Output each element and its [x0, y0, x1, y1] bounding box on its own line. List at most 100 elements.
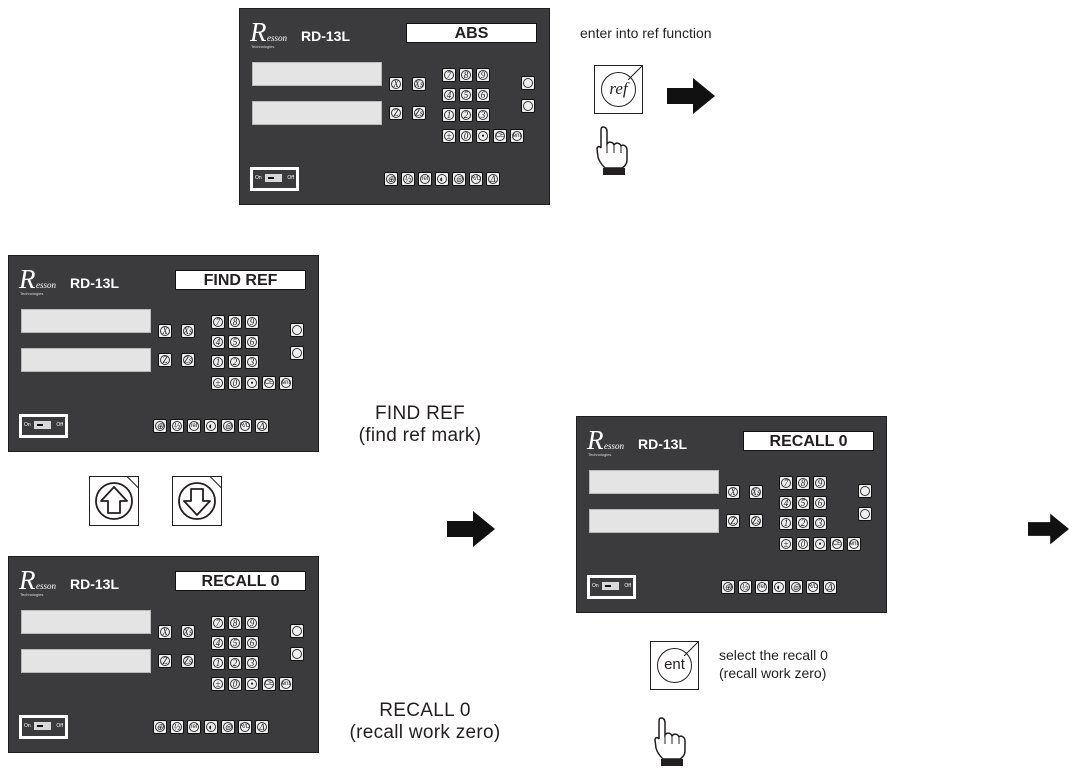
- bottom-function-key[interactable]: R/D: [806, 580, 820, 594]
- numeric-key[interactable]: 2: [228, 656, 242, 670]
- bottom-function-key[interactable]: ⊕: [721, 580, 735, 594]
- function-key[interactable]: 0: [228, 376, 242, 390]
- axis-xs-key[interactable]: Xs: [181, 625, 195, 639]
- numeric-key[interactable]: 5: [228, 636, 242, 650]
- switch-toggle[interactable]: [602, 582, 619, 590]
- function-key[interactable]: 0: [228, 677, 242, 691]
- bottom-function-key[interactable]: ⊜: [221, 720, 235, 734]
- function-key[interactable]: CE: [830, 537, 844, 551]
- numeric-key[interactable]: 5: [459, 88, 473, 102]
- panel-down-key[interactable]: [290, 647, 304, 661]
- bottom-function-key[interactable]: R/D: [469, 172, 483, 186]
- numeric-key[interactable]: 4: [211, 335, 225, 349]
- function-key[interactable]: 0: [459, 129, 473, 143]
- numeric-key[interactable]: 5: [228, 335, 242, 349]
- axis-x-key[interactable]: X: [158, 324, 172, 338]
- power-switch[interactable]: On Off: [250, 167, 299, 191]
- bottom-function-key[interactable]: R/D: [238, 419, 252, 433]
- numeric-key[interactable]: 2: [796, 516, 810, 530]
- axis-z-key[interactable]: Z: [158, 654, 172, 668]
- bottom-function-key[interactable]: ½: [738, 580, 752, 594]
- numeric-key[interactable]: 2: [459, 108, 473, 122]
- function-key[interactable]: ent: [279, 677, 293, 691]
- panel-up-key[interactable]: [858, 484, 872, 498]
- numeric-key[interactable]: 1: [442, 108, 456, 122]
- numeric-key[interactable]: 7: [211, 315, 225, 329]
- panel-up-key[interactable]: [290, 323, 304, 337]
- panel-up-key[interactable]: [290, 624, 304, 638]
- function-key[interactable]: ent: [510, 129, 524, 143]
- bottom-function-key[interactable]: Δ: [486, 172, 500, 186]
- function-key[interactable]: •: [476, 129, 490, 143]
- numeric-key[interactable]: 9: [245, 315, 259, 329]
- bottom-function-key[interactable]: Δ: [255, 419, 269, 433]
- bottom-function-key[interactable]: ref: [187, 419, 201, 433]
- panel-down-key[interactable]: [521, 99, 535, 113]
- power-switch[interactable]: On Off: [19, 715, 68, 739]
- numeric-key[interactable]: 8: [228, 616, 242, 630]
- numeric-key[interactable]: 6: [245, 636, 259, 650]
- numeric-key[interactable]: 1: [779, 516, 793, 530]
- axis-zs-key[interactable]: Zs: [412, 106, 426, 120]
- numeric-key[interactable]: 1: [211, 355, 225, 369]
- switch-toggle[interactable]: [265, 174, 282, 182]
- numeric-key[interactable]: 5: [796, 496, 810, 510]
- bottom-function-key[interactable]: ⊕: [153, 419, 167, 433]
- axis-xs-key[interactable]: Xs: [749, 485, 763, 499]
- bottom-function-key[interactable]: Δ: [255, 720, 269, 734]
- bottom-function-key[interactable]: ½: [401, 172, 415, 186]
- numeric-key[interactable]: 6: [245, 335, 259, 349]
- bottom-function-key[interactable]: ref: [187, 720, 201, 734]
- axis-zs-key[interactable]: Zs: [181, 654, 195, 668]
- axis-x-key[interactable]: X: [389, 77, 403, 91]
- axis-zs-key[interactable]: Zs: [749, 514, 763, 528]
- function-key[interactable]: ±: [779, 537, 793, 551]
- bottom-function-key[interactable]: ref: [755, 580, 769, 594]
- power-switch[interactable]: On Off: [587, 575, 636, 599]
- panel-down-key[interactable]: [290, 346, 304, 360]
- function-key[interactable]: ±: [211, 376, 225, 390]
- axis-x-key[interactable]: X: [726, 485, 740, 499]
- numeric-key[interactable]: 2: [228, 355, 242, 369]
- numeric-key[interactable]: 6: [813, 496, 827, 510]
- numeric-key[interactable]: 7: [442, 68, 456, 82]
- numeric-key[interactable]: 9: [245, 616, 259, 630]
- bottom-function-key[interactable]: ⊜: [221, 419, 235, 433]
- switch-toggle[interactable]: [34, 421, 51, 429]
- bottom-function-key[interactable]: ◐: [435, 172, 449, 186]
- function-key[interactable]: ±: [442, 129, 456, 143]
- axis-z-key[interactable]: Z: [389, 106, 403, 120]
- ref-key[interactable]: ref: [594, 65, 643, 114]
- axis-zs-key[interactable]: Zs: [181, 353, 195, 367]
- numeric-key[interactable]: 1: [211, 656, 225, 670]
- panel-up-key[interactable]: [521, 76, 535, 90]
- bottom-function-key[interactable]: ◐: [772, 580, 786, 594]
- power-switch[interactable]: On Off: [19, 414, 68, 438]
- function-key[interactable]: •: [245, 677, 259, 691]
- numeric-key[interactable]: 9: [476, 68, 490, 82]
- down-arrow-key-icon[interactable]: [172, 476, 222, 526]
- bottom-function-key[interactable]: ⊜: [452, 172, 466, 186]
- numeric-key[interactable]: 4: [442, 88, 456, 102]
- function-key[interactable]: 0: [796, 537, 810, 551]
- function-key[interactable]: •: [813, 537, 827, 551]
- function-key[interactable]: CE: [262, 677, 276, 691]
- numeric-key[interactable]: 9: [813, 476, 827, 490]
- function-key[interactable]: CE: [493, 129, 507, 143]
- switch-toggle[interactable]: [34, 722, 51, 730]
- numeric-key[interactable]: 7: [779, 476, 793, 490]
- function-key[interactable]: ent: [279, 376, 293, 390]
- bottom-function-key[interactable]: Δ: [823, 580, 837, 594]
- function-key[interactable]: •: [245, 376, 259, 390]
- bottom-function-key[interactable]: ½: [170, 419, 184, 433]
- axis-xs-key[interactable]: Xs: [181, 324, 195, 338]
- numeric-key[interactable]: 8: [796, 476, 810, 490]
- numeric-key[interactable]: 3: [245, 355, 259, 369]
- numeric-key[interactable]: 8: [459, 68, 473, 82]
- numeric-key[interactable]: 3: [813, 516, 827, 530]
- function-key[interactable]: ent: [847, 537, 861, 551]
- bottom-function-key[interactable]: ◐: [204, 720, 218, 734]
- up-arrow-key-icon[interactable]: [89, 476, 139, 526]
- bottom-function-key[interactable]: ref: [418, 172, 432, 186]
- function-key[interactable]: ±: [211, 677, 225, 691]
